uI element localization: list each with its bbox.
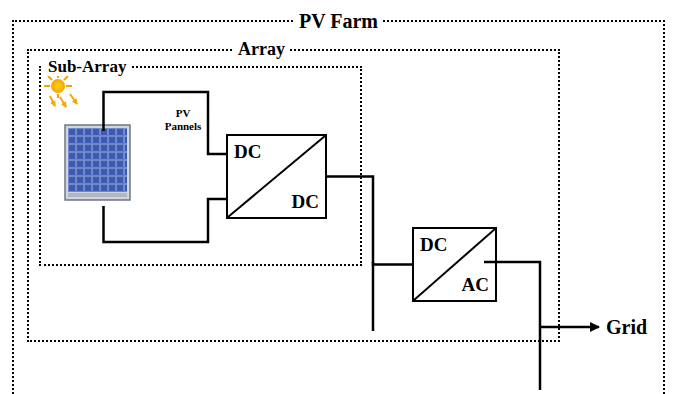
array-region: ArraySub-ArrayPV PannelsDCDC [27,49,560,342]
dc-ac-inverter: DC AC [412,227,497,302]
wire-connector [104,92,227,154]
wire-connector [327,177,412,265]
pv-panel: PV Pannels [71,131,136,206]
bus-wires [373,262,599,390]
converter-label: AC [462,275,489,294]
region-title: Array [234,40,289,60]
region-title: PV Farm [295,10,382,32]
grid-label: Grid [606,317,647,337]
dc-dc-converter: DC DC [226,134,327,219]
sun-icon [44,72,77,107]
region-title: Sub-Array [44,58,130,77]
converter-label: DC [292,192,319,211]
wire-connector [104,199,227,242]
pv-panel-image [65,125,130,200]
converter-label: DC [420,235,447,254]
pv-farm-region: PV FarmArraySub-ArrayPV PannelsDCDCDCAC [12,20,665,394]
panel-label: PV Pannels [157,107,209,132]
converter-label: DC [234,142,261,161]
sub-array-region: Sub-ArrayPV Pannels [39,66,362,266]
